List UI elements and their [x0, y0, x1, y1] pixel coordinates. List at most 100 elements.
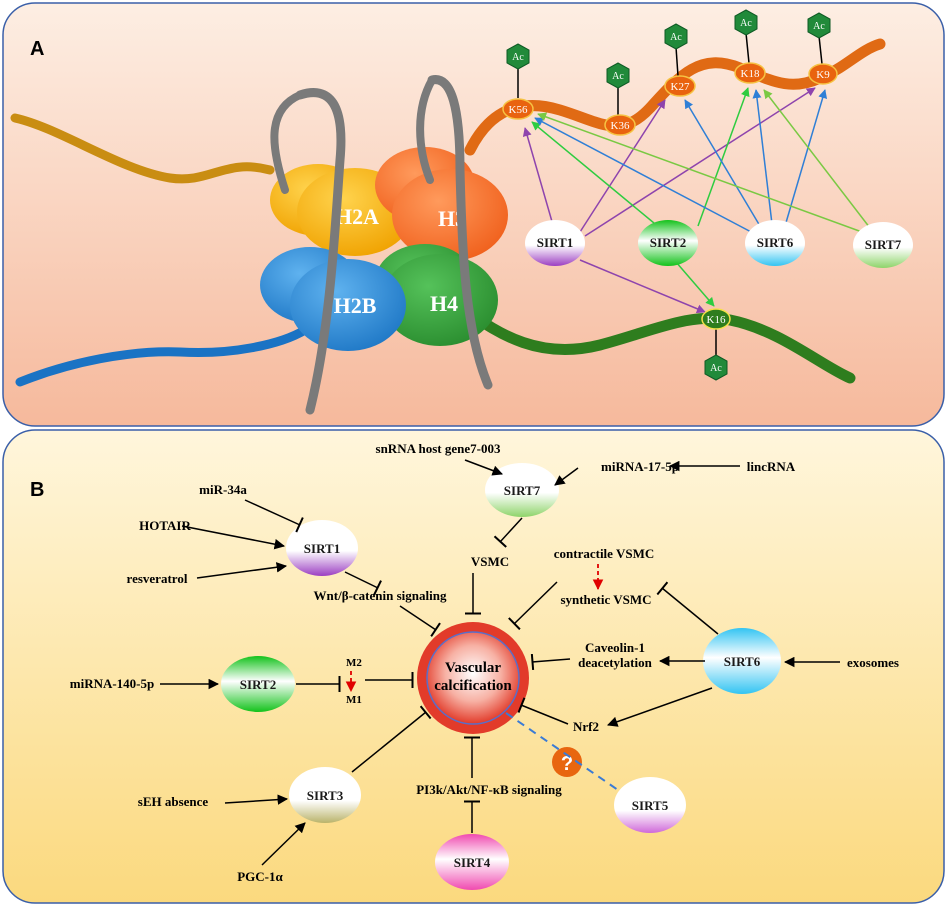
question-mark: ?: [561, 753, 573, 775]
panel-b: B Vascular calcification SIRT7 SIRT1 SIR…: [2, 429, 945, 904]
lysine-k56: [502, 98, 534, 120]
sirt6-node-a: [745, 220, 805, 266]
inhibit-sirt3-vc: [351, 705, 432, 773]
acetyl-label: Ac: [612, 71, 624, 82]
sirt5-node: [614, 777, 686, 833]
edge-snrna-sirt7: [464, 459, 503, 476]
acetyl-label: Ac: [670, 32, 682, 43]
site-k9: Ac K9: [807, 12, 838, 85]
inhibit-wnt-vc: [399, 605, 441, 637]
label-hotair: HOTAIR: [139, 518, 191, 533]
acetyl-hexagon: [606, 62, 630, 89]
vascular-calcification-node: [426, 631, 520, 725]
label-seh: sEH absence: [138, 794, 209, 809]
label-pgc: PGC-1α: [237, 869, 283, 884]
lysine-k27: [664, 75, 696, 97]
edge-sirt6-nrf2: [607, 687, 713, 727]
dna-strand-h2a: [10, 113, 275, 184]
inhibit-sirt1-wnt: [344, 571, 382, 596]
acetyl-hexagon: [734, 9, 758, 36]
histone-h3: [392, 169, 508, 261]
edge-resveratrol-sirt1: [196, 562, 288, 579]
histone-h2a-label: H2A: [335, 204, 379, 229]
histone-h2b-label: H2B: [334, 293, 377, 318]
label-wnt: Wnt/β-catenin signaling: [314, 588, 447, 603]
acetyl-label: Ac: [512, 52, 524, 63]
lysine-k18-label: K18: [741, 68, 760, 80]
histone-h4-label: H4: [430, 291, 458, 316]
sirt4-node: [435, 834, 509, 890]
dna-strand-h4: [459, 304, 856, 384]
label-snrna: snRNA host gene7-003: [376, 441, 501, 456]
sirt2-label-a: SIRT2: [650, 235, 686, 250]
sirt7-label-b: SIRT7: [504, 483, 541, 498]
sirt3-label: SIRT3: [307, 788, 344, 803]
sirt7-label-a: SIRT7: [865, 237, 902, 252]
edge-seh-sirt3: [224, 794, 289, 805]
dna-wrap-right: [427, 75, 493, 390]
lysine-k18: [734, 62, 766, 84]
acetyl-hexagon: [506, 43, 530, 70]
sirt5-dashed-link: [505, 712, 619, 791]
sirt6-label-a: SIRT6: [757, 235, 794, 250]
arrow-sirt2-k18: [697, 87, 750, 227]
inhibit-nrf2-vc: [517, 697, 569, 725]
lysine-k9: [808, 63, 838, 85]
site-k18: Ac K18: [734, 9, 766, 84]
sirt1-label-a: SIRT1: [537, 235, 573, 250]
dna-wrap-top-right: [416, 76, 436, 184]
arrow-sirt7-k18: [763, 89, 871, 229]
acetyl-label: Ac: [813, 21, 825, 32]
inhibit-sirt7-vsmc: [493, 517, 523, 548]
arrow-sirt6-k9: [784, 89, 828, 227]
inhibit-mir34a-sirt1: [244, 499, 304, 533]
lysine-k36: [604, 114, 636, 136]
acetyl-label: Ac: [710, 363, 722, 374]
label-mirna17: miRNA-17-5p: [601, 459, 679, 474]
acetyl-label: Ac: [740, 18, 752, 29]
label-caveolin2: deacetylation: [578, 655, 652, 670]
dna-wrap-top-left: [270, 91, 304, 194]
arrow-sirt6-k56: [534, 117, 756, 235]
lysine-k56-label: K56: [509, 104, 528, 116]
arrow-sirt6-k27: [684, 99, 761, 227]
arrow-sirt1-k27: [579, 99, 666, 233]
panel-b-edges: [160, 459, 840, 866]
sirt2-label-b: SIRT2: [240, 677, 276, 692]
site-k16: K16 Ac: [701, 308, 731, 381]
sirt1-node-b: [286, 520, 358, 576]
site-k56: Ac K56: [502, 43, 534, 120]
arrow-sirt6-k18: [752, 89, 773, 225]
label-exosomes: exosomes: [847, 655, 899, 670]
sirt2-node-b: [221, 656, 295, 712]
inhibit-synthetic-vc: [508, 581, 558, 631]
lysine-k16-label: K16: [707, 314, 726, 326]
lysine-k27-label: K27: [671, 81, 690, 93]
arrow-sirt2-k16: [675, 261, 715, 307]
sirt2-node-a: [638, 220, 698, 266]
arrow-sirt1-k16: [579, 259, 706, 314]
arrow-sirt7-k56: [537, 112, 863, 233]
arrow-sirt1-k56: [522, 127, 556, 233]
sirt7-node-a: [853, 222, 913, 268]
label-resveratrol: resveratrol: [127, 571, 188, 586]
lysine-k36-label: K36: [611, 120, 630, 132]
inhibit-sirt6-synthetic: [656, 581, 719, 635]
sirt3-node: [289, 767, 361, 823]
label-pi3k: PI3k/Akt/NF-κB signaling: [416, 782, 562, 797]
acetyl-hexagon: [664, 23, 688, 50]
label-synthetic: synthetic VSMC: [560, 592, 651, 607]
label-m1: M1: [346, 694, 362, 706]
sirt6-node-b: [703, 628, 781, 694]
label-mir34a: miR-34a: [199, 482, 247, 497]
dna-wrap-left: [295, 88, 346, 415]
vascular-calcification-label-2: calcification: [434, 678, 512, 694]
sirt1-label-b: SIRT1: [304, 541, 340, 556]
arrow-sirt1-k9: [584, 87, 816, 237]
vascular-calcification-label-1: Vascular: [445, 660, 501, 676]
label-vsmc: VSMC: [471, 554, 509, 569]
dna-strand-h2b: [15, 325, 310, 387]
edge-mirna17-sirt7: [554, 467, 579, 486]
edge-hotair-sirt1: [181, 525, 286, 550]
